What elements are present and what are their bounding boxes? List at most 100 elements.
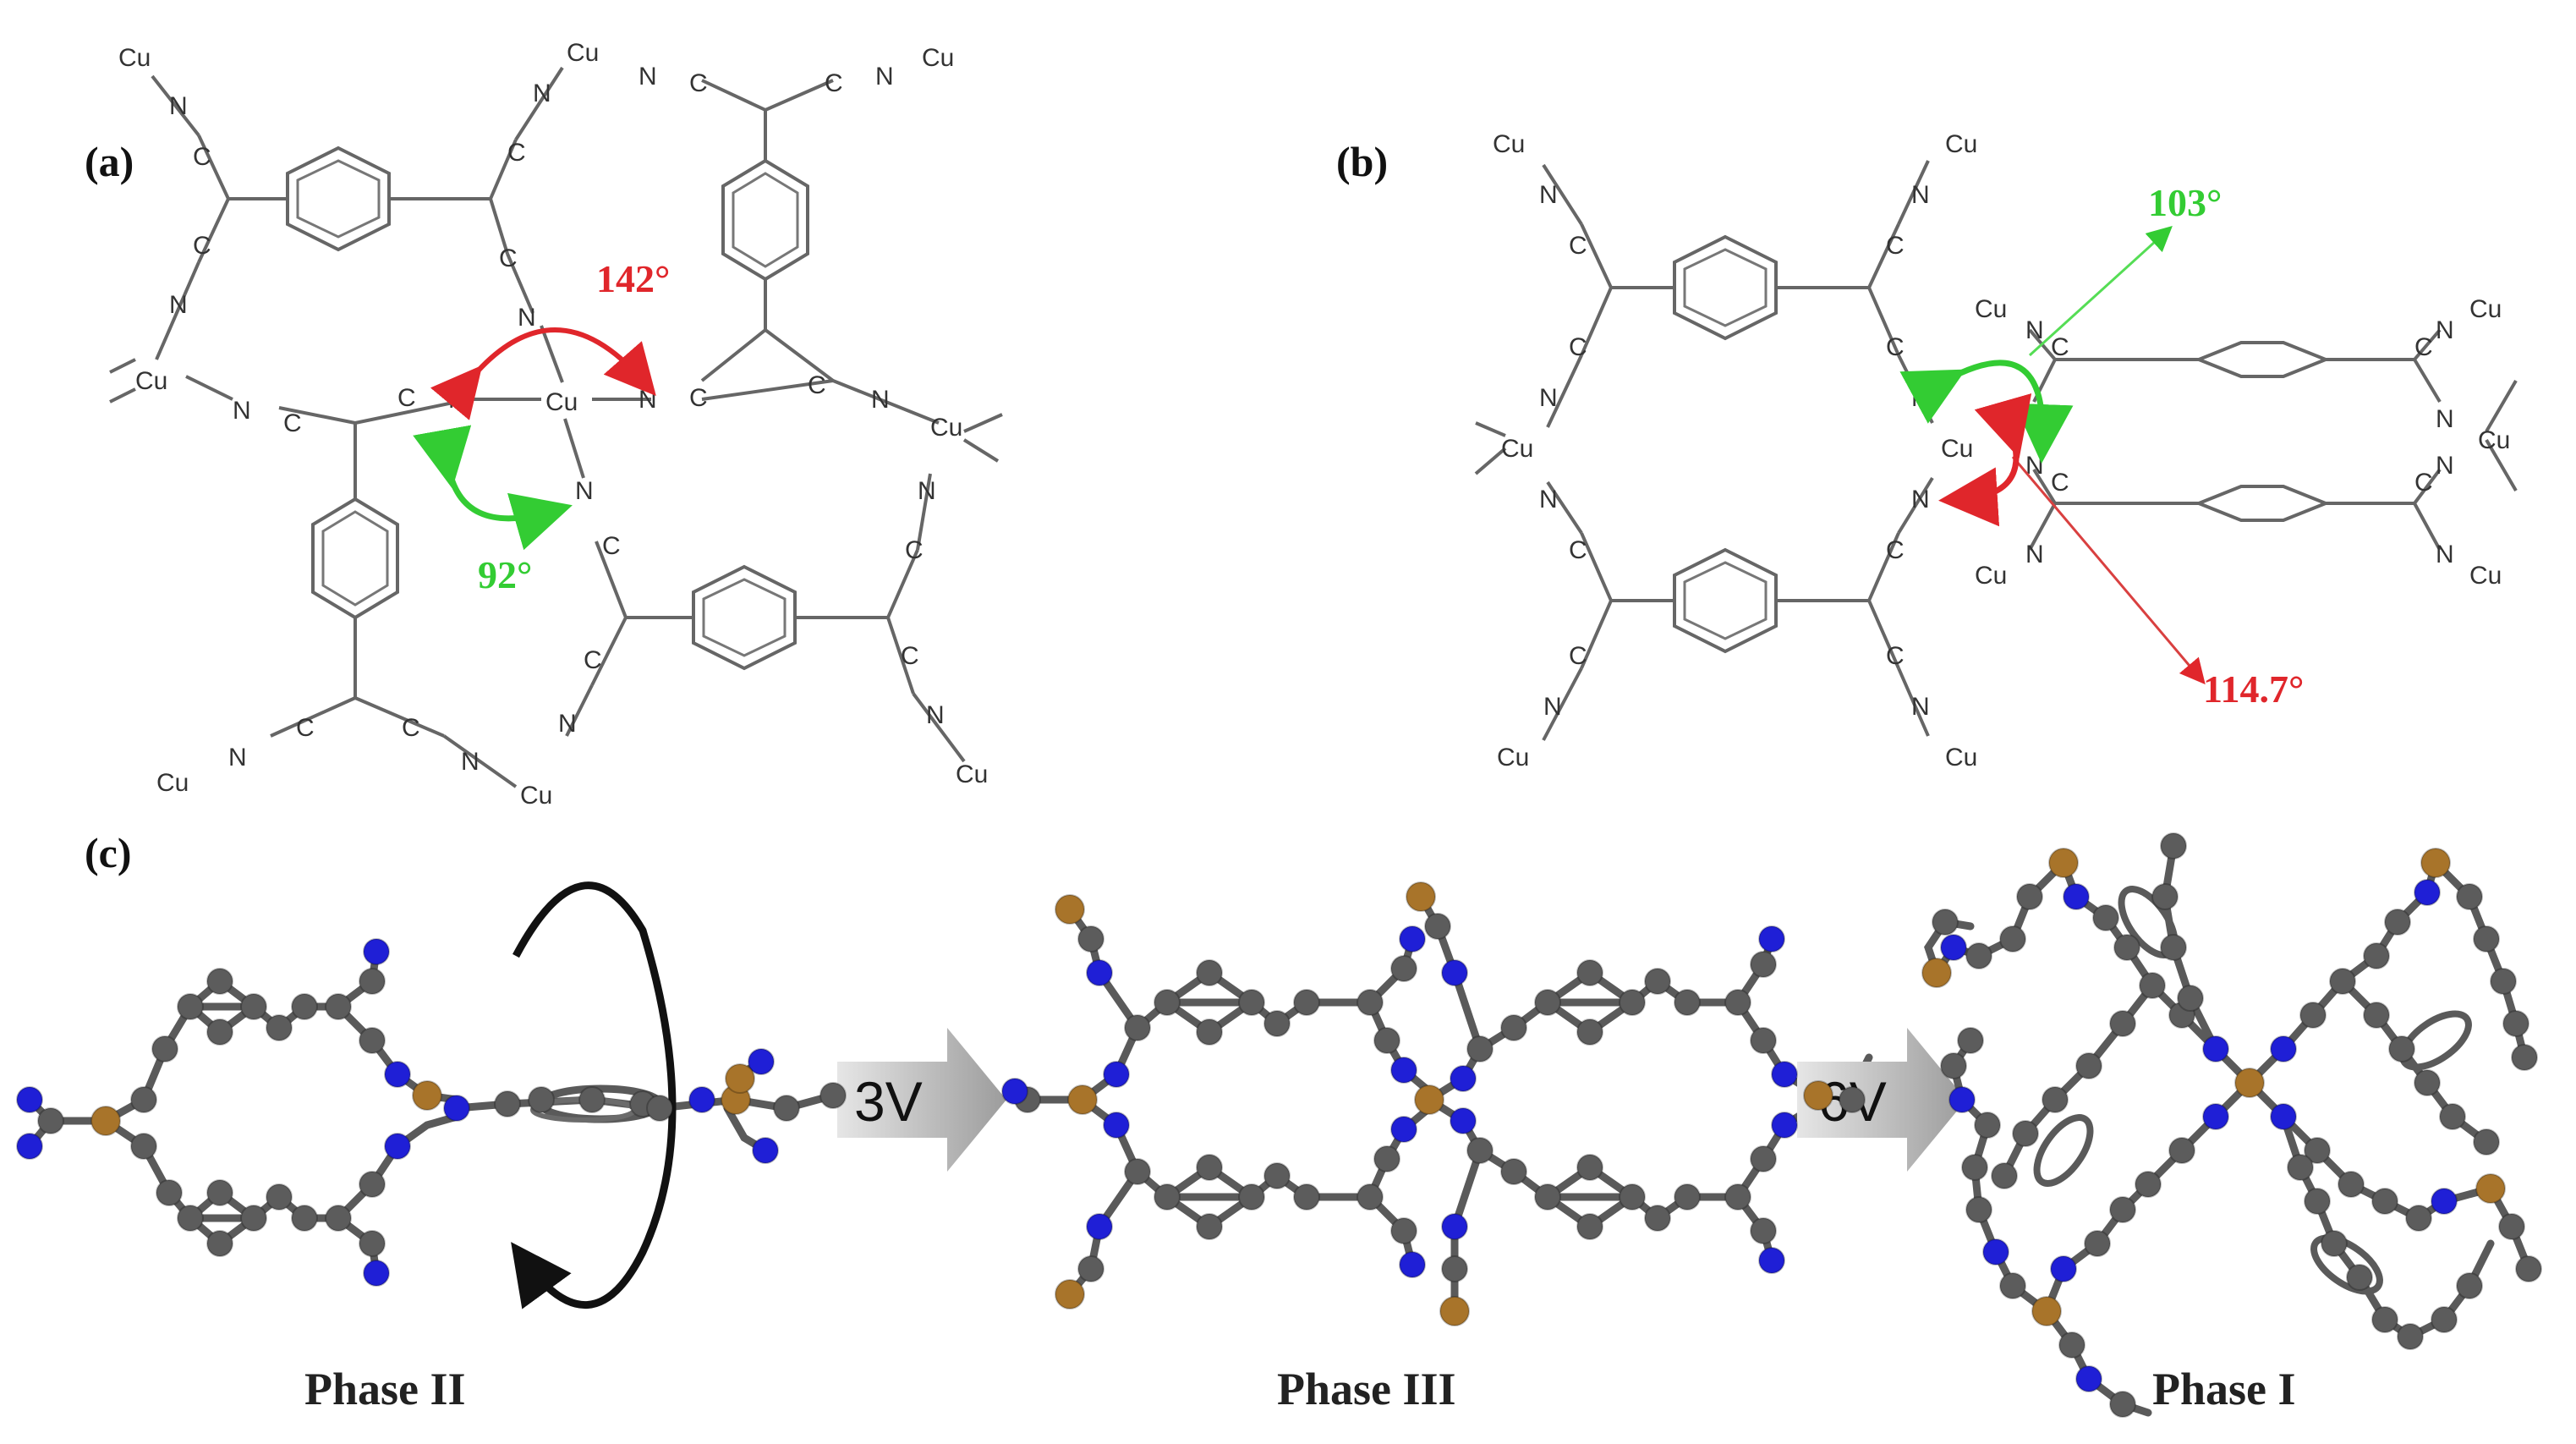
carbon-atom-sphere [266,1014,293,1041]
carbon-atom-sphere [2321,1230,2348,1257]
atom-cu: Cu [567,39,599,67]
carbon-atom-sphere [2456,883,2483,910]
panel-b-angles: 103° 114.7° [1899,181,2304,711]
panel-a-angles: 142° 92° [413,257,670,596]
carbon-atom-sphere [2075,1052,2102,1079]
atom-n: N [1539,486,1558,513]
copper-atom-sphere [725,1063,755,1094]
carbon-atom-sphere [2160,832,2187,859]
carbon-atom-sphere [2338,1171,2365,1198]
carbon-atom-sphere [2490,968,2517,995]
nitrogen-atom-sphere [1103,1112,1130,1139]
carbon-atom-sphere [177,1205,204,1232]
phase-label-i: Phase I [2152,1364,2296,1414]
carbon-atom-sphere [1576,1213,1603,1240]
carbon-atom-sphere [156,1179,183,1206]
nitrogen-atom-sphere [1441,1213,1468,1240]
carbon-atom-sphere [1154,989,1181,1016]
atom-c: C [689,69,708,97]
panel-a-structure [109,66,1003,788]
nitrogen-atom-sphere [1450,1107,1477,1134]
carbon-atom-sphere [206,1179,233,1206]
angle-label-114.7: 114.7° [2203,667,2304,711]
carbon-atom-sphere [1390,955,1417,982]
nitrogen-atom-sphere [1758,1247,1785,1274]
atom-cu: Cu [1945,130,1977,158]
carbon-atom-sphere [2092,904,2119,931]
atom-cu: Cu [1497,744,1529,771]
atom-c: C [905,536,924,564]
carbon-atom-sphere [325,993,352,1020]
carbon-atom-sphere [1124,1158,1151,1185]
nitrogen-atom-sphere [2075,1365,2102,1392]
atom-n: N [169,291,188,319]
copper-atom-sphere [1055,894,1085,925]
copper-atom-sphere [2048,848,2079,878]
carbon-atom-sphere [359,1171,386,1198]
carbon-atom-sphere [1750,1217,1777,1244]
transition-arrow-3v: 3V [837,1028,1006,1172]
atom-n: N [518,304,536,332]
atom-c: C [193,232,211,260]
atom-c: C [1886,333,1905,361]
carbon-atom-sphere [773,1095,800,1122]
carbon-atom-sphere [2431,1306,2458,1333]
nitrogen-atom-sphere [1086,1213,1113,1240]
copper-atom-sphere [2475,1173,2506,1204]
carbon-atom-sphere [1750,951,1777,978]
atom-cu: Cu [1493,130,1525,158]
carbon-atom-sphere [1357,989,1384,1016]
atom-c: C [825,69,843,97]
carbon-atom-sphere [2177,985,2204,1012]
carbon-atom-sphere [1724,1183,1751,1211]
carbon-atom-sphere [206,968,233,995]
panel-label-a: (a) [85,138,134,185]
carbon-atom-sphere [1576,1018,1603,1046]
atom-c: C [296,714,315,742]
carbon-atom-sphere [37,1107,64,1134]
carbon-atom-sphere [1534,1183,1561,1211]
atom-n: N [1539,384,1558,412]
atom-n: N [461,748,480,776]
carbon-atom-sphere [1974,1112,2001,1139]
copper-atom-sphere [1439,1296,1470,1326]
carbon-atom-sphere [1999,1272,2026,1299]
carbon-atom-sphere [1373,1027,1400,1054]
panel-label-c: (c) [85,829,132,876]
nitrogen-atom-sphere [1441,959,1468,986]
carbon-atom-sphere [2287,1154,2314,1181]
nitrogen-atom-sphere [2431,1188,2458,1215]
nitrogen-atom-sphere [2414,879,2441,906]
atom-n: N [2436,405,2454,433]
atom-cu: Cu [2478,426,2510,454]
carbon-atom-sphere [266,1183,293,1211]
carbon-atom-sphere [1466,1035,1494,1062]
carbon-atom-sphere [1238,1183,1265,1211]
atom-c: C [402,714,420,742]
carbon-atom-sphere [1196,1213,1223,1240]
nitrogen-atom-sphere [2063,883,2090,910]
carbon-atom-sphere [1500,1014,1527,1041]
atom-c: C [2051,333,2069,361]
nitrogen-atom-sphere [363,938,390,965]
nitrogen-atom-sphere [16,1133,43,1160]
nitrogen-atom-sphere [752,1137,779,1164]
atom-n: N [871,386,890,414]
atom-c: C [193,143,211,171]
copper-atom-sphere [412,1080,442,1111]
carbon-atom-sphere [325,1205,352,1232]
carbon-atom-sphere [1940,1052,1967,1079]
carbon-atom-sphere [1154,1183,1181,1211]
carbon-atom-sphere [1965,1196,1992,1223]
atom-cu: Cu [1945,744,1977,771]
atom-c: C [2051,469,2069,497]
carbon-atom-sphere [359,1230,386,1257]
carbon-atom-sphere [2384,909,2411,936]
atom-cu: Cu [1975,295,2007,323]
carbon-atom-sphere [2012,1120,2039,1147]
carbon-atom-sphere [1619,989,1646,1016]
carbon-atom-sphere [2058,1331,2085,1359]
phase-ii-molecule [25,947,837,1277]
carbon-atom-sphere [130,1133,157,1160]
atom-c: C [689,384,708,412]
